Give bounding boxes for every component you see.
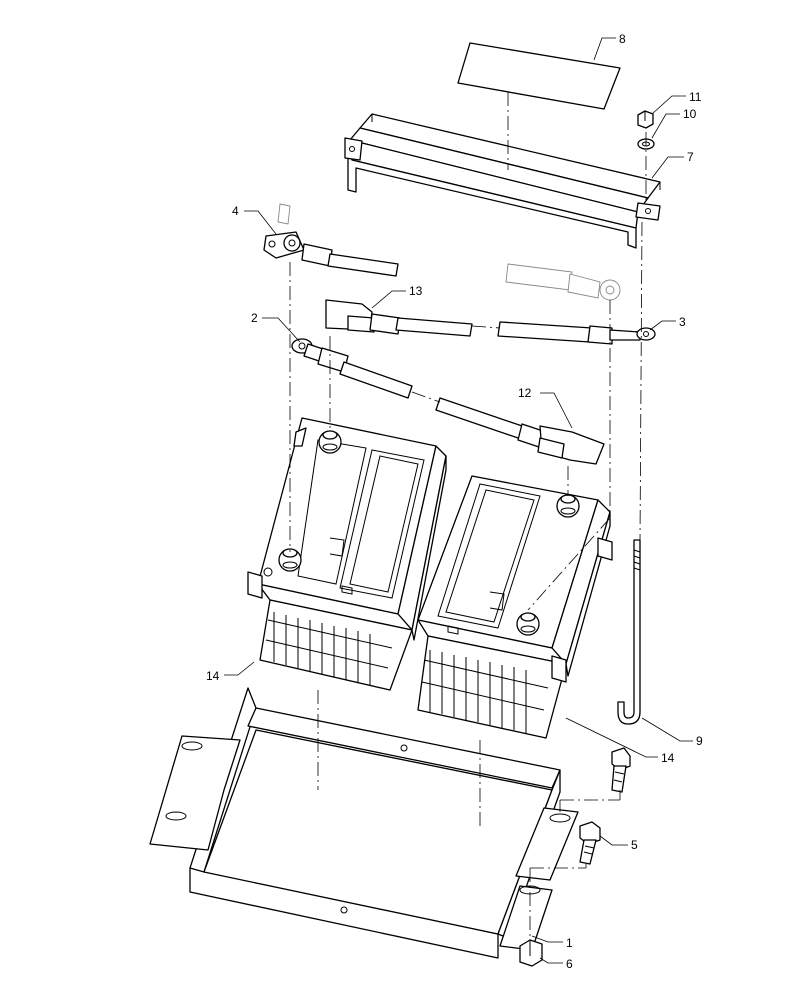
cable-with-connector-12 [435,397,605,465]
hex-nut-top [637,110,654,129]
callout-5: 5 [631,838,638,852]
callout-13: 13 [409,284,423,298]
battery-left [247,417,447,691]
callout-12: 12 [518,386,532,400]
callout-8: 8 [619,32,626,46]
battery-right [417,475,613,739]
tray-bolt-5 [579,821,601,865]
callout-numbers: 1 2 3 4 5 6 7 8 9 10 11 12 13 14 14 [206,32,703,971]
callout-14-right: 14 [661,751,675,765]
assembly-centerlines [289,92,647,940]
callout-2: 2 [251,311,258,325]
j-bolt [617,539,641,725]
cable-with-ring-terminal-3 [497,321,656,345]
callout-6: 6 [566,957,573,971]
cable-with-connector-13 [325,299,473,337]
callout-leaders [224,37,693,964]
battery-tray [149,687,579,959]
callout-4: 4 [232,204,239,218]
callout-10: 10 [683,107,697,121]
callout-3: 3 [679,315,686,329]
callout-11: 11 [689,90,702,104]
hex-nut-bottom [519,939,543,967]
negative-cable-ghost [505,263,621,301]
cable-with-ring-terminal-2 [291,338,413,399]
callout-7: 7 [687,150,694,164]
hold-down-bracket [344,113,661,249]
callout-1: 1 [566,936,573,950]
callout-14-left: 14 [206,669,220,683]
decal-label [457,42,621,110]
tray-bolt-upper [611,747,631,793]
callout-9: 9 [696,734,703,748]
positive-battery-cable [263,203,399,277]
